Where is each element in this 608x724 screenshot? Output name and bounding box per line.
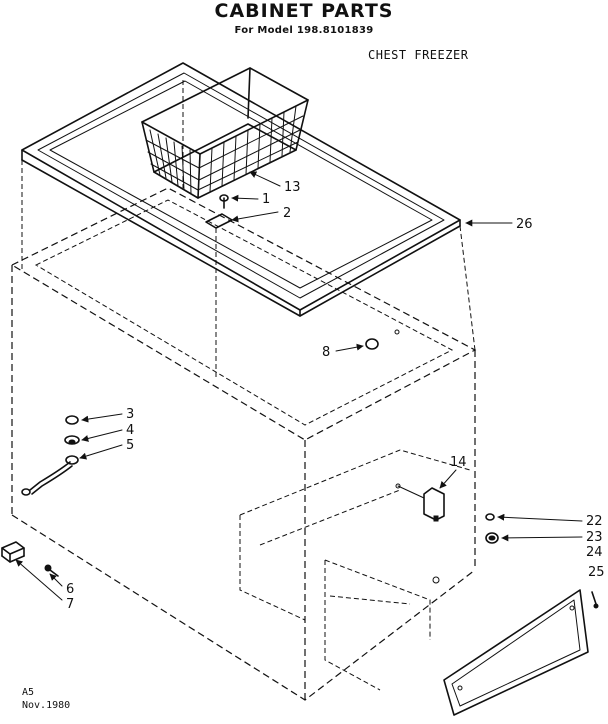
callout-14: 14 [450,455,467,470]
wire-basket [141,67,309,199]
callout-1: 1 [262,192,270,207]
callout-25: 25 [588,565,605,580]
cabinet-body [11,265,476,701]
callout-leaders [15,171,583,601]
callout-23: 23 [586,530,603,545]
callout-7: 7 [66,597,74,612]
callout-6: 6 [66,582,74,597]
footer-code: A5 [22,687,35,698]
model-subtitle: For Model 198.8101839 [234,25,374,36]
callout-2: 2 [283,206,291,221]
lid-frame [21,62,461,317]
footer-date: Nov.1980 [22,700,71,711]
callout-24: 24 [586,545,603,560]
drain-assembly [21,415,80,496]
callout-3: 3 [126,407,134,422]
callout-5: 5 [126,438,134,453]
callout-26: 26 [516,217,533,232]
callout-8: 8 [322,345,330,360]
knob-part [365,329,400,350]
callout-4: 4 [126,423,134,438]
control-bracket [395,483,499,584]
access-panel [443,589,599,716]
callout-22: 22 [586,514,603,529]
drain-plug-parts [1,541,59,577]
page-title: CABINET PARTS [214,0,394,22]
appliance-type-note: CHEST FREEZER [368,48,469,62]
callout-13: 13 [284,180,301,195]
